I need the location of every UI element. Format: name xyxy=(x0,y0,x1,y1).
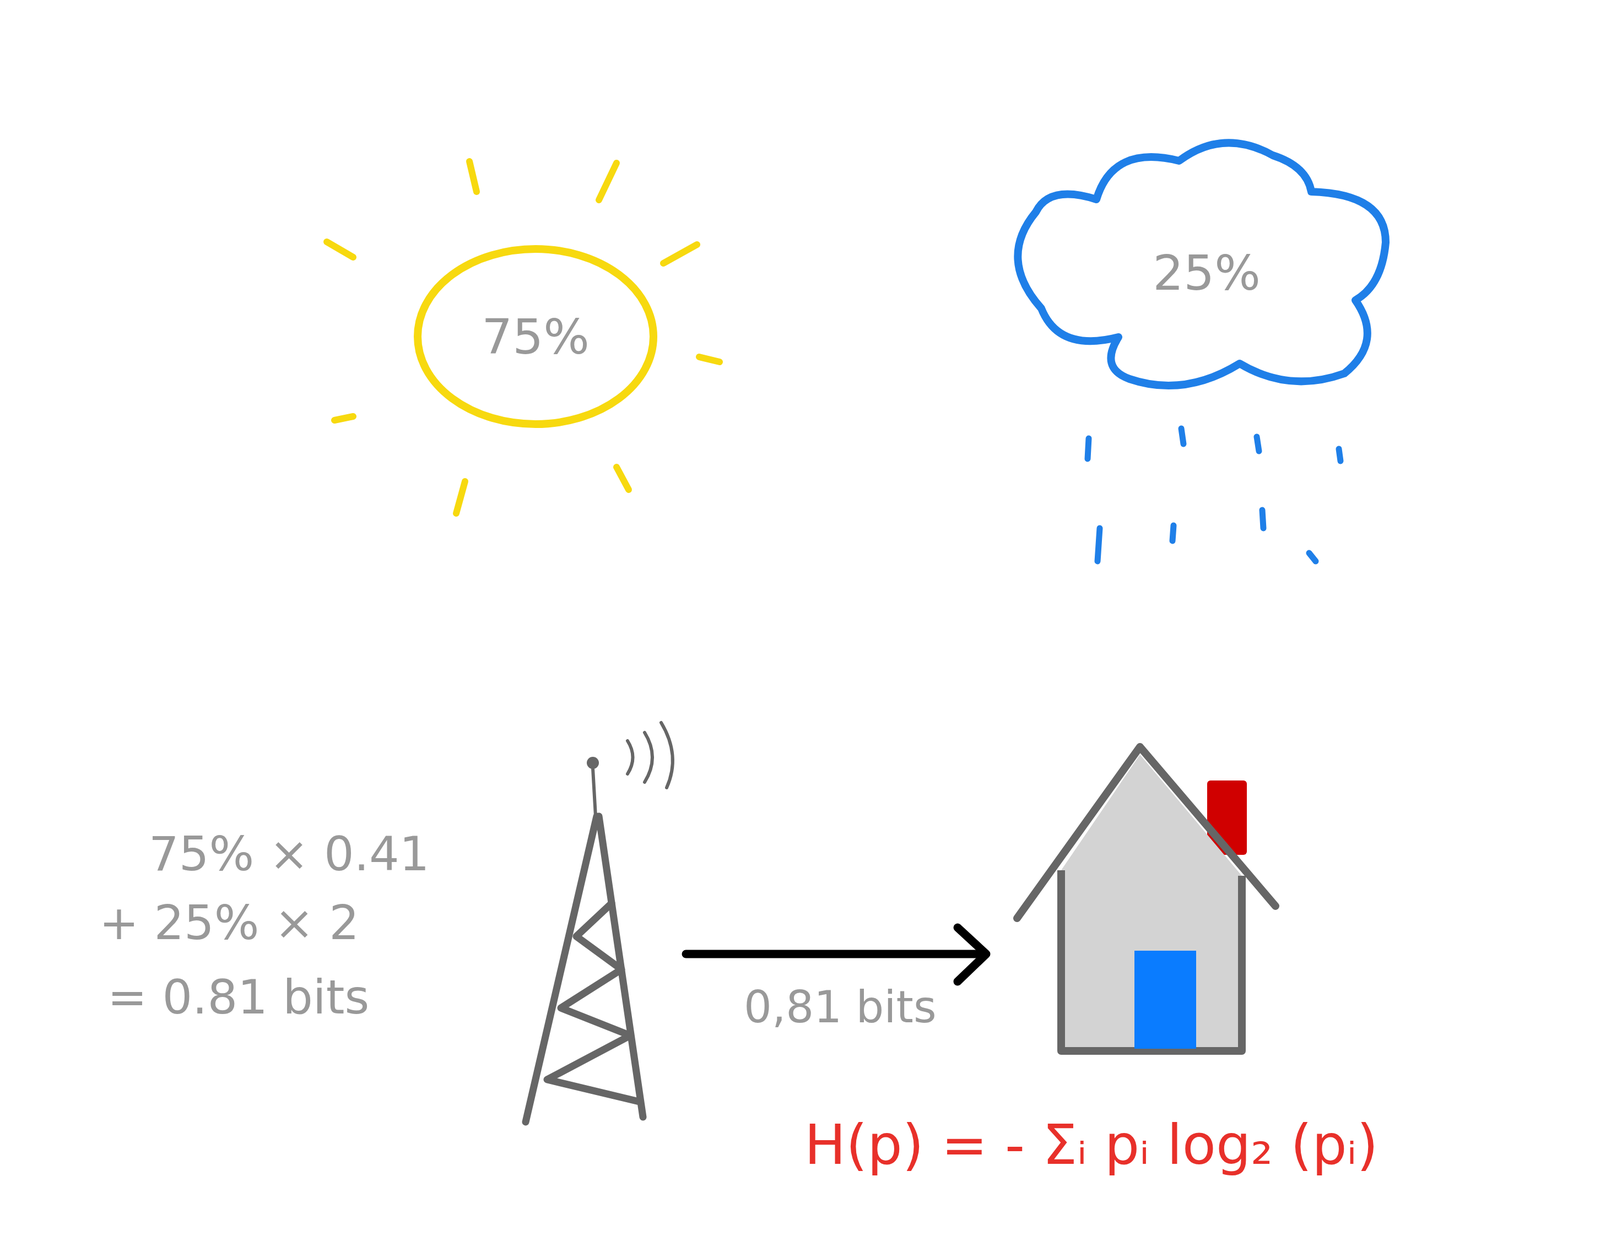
entropy-formula: H(p) = - Σᵢ pᵢ log₂ (pᵢ) xyxy=(804,1112,1379,1178)
house-body xyxy=(1061,754,1242,1052)
door xyxy=(1134,950,1197,1050)
calculation-line: + 25% × 2 xyxy=(99,895,360,951)
antenna-tip xyxy=(586,757,599,770)
cloud-node: 25% xyxy=(1019,154,1394,392)
arrow-label: 0,81 bits xyxy=(743,981,937,1034)
radio-waves xyxy=(627,722,673,788)
cloud-shape xyxy=(1017,142,1386,386)
house-walls xyxy=(1061,870,1242,1052)
rain-drops xyxy=(1087,428,1341,562)
house xyxy=(1017,747,1276,1052)
sun-rays xyxy=(326,161,720,514)
radio-tower xyxy=(525,768,643,1123)
calculation-line: 75% × 0.41 xyxy=(148,826,430,882)
calculation-result: = 0.81 bits xyxy=(107,969,370,1025)
sun-node: 75% xyxy=(413,244,658,429)
sun-circle xyxy=(417,249,654,425)
probability-text: 25% xyxy=(1152,244,1261,302)
probability-text: 75% xyxy=(481,308,590,366)
house-roof xyxy=(1017,747,1276,919)
transmit-arrow xyxy=(685,927,987,982)
